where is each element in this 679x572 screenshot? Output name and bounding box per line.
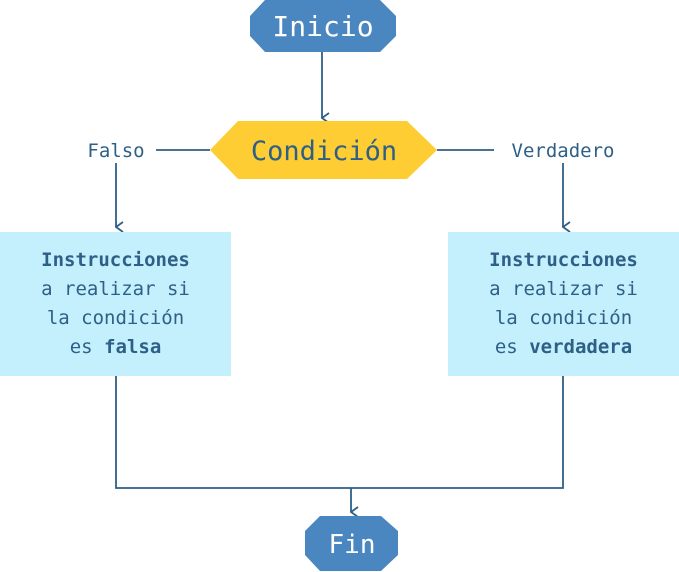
- false-box-line-3: la condición: [46, 307, 185, 329]
- false-box-emphasis: falsa: [104, 336, 162, 358]
- false-box-line-1: Instrucciones: [41, 249, 190, 271]
- end-node: Fin: [305, 516, 398, 571]
- true-box-line-2: a realizar si: [489, 278, 638, 300]
- true-instructions-box: Instrucciones a realizar si la condición…: [448, 232, 679, 376]
- connector-true-box-to-merge: [351, 376, 564, 489]
- false-box-line-4: es falsa: [70, 333, 162, 362]
- true-box-line-4: es verdadera: [495, 333, 632, 362]
- false-branch-label: Falso: [87, 140, 144, 162]
- condition-node-label: Condición: [251, 136, 397, 167]
- start-node-label: Inicio: [272, 10, 373, 43]
- connector-false-box-to-merge: [115, 376, 351, 489]
- true-box-line-1: Instrucciones: [489, 249, 638, 271]
- true-branch-label: Verdadero: [512, 140, 615, 162]
- true-box-line-3: la condición: [494, 307, 633, 329]
- false-instructions-box: Instrucciones a realizar si la condición…: [0, 232, 231, 376]
- false-box-line-2: a realizar si: [41, 278, 190, 300]
- end-node-label: Fin: [329, 530, 376, 560]
- true-box-emphasis: verdadera: [529, 336, 633, 358]
- start-node: Inicio: [250, 0, 396, 52]
- false-box-line-4-prefix: es: [69, 336, 93, 358]
- true-box-line-4-prefix: es: [494, 336, 518, 358]
- condition-node: Condición: [210, 121, 437, 179]
